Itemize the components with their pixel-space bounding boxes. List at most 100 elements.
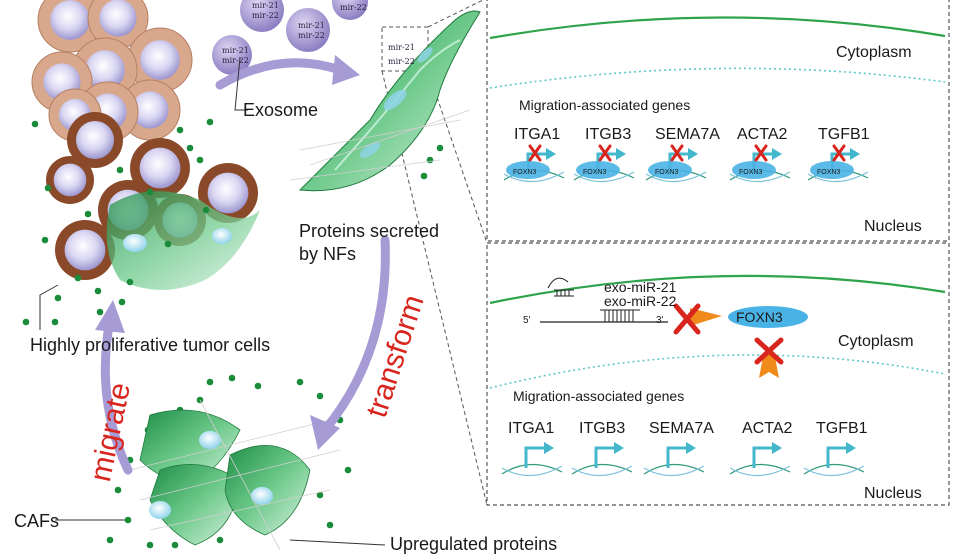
protein-dot — [344, 466, 352, 474]
tumor-cell-nucleus — [50, 0, 90, 40]
promoter-arrow — [524, 446, 546, 468]
dna-strand — [645, 171, 707, 183]
protein-dot — [44, 184, 52, 192]
nuclear-membrane-line — [489, 67, 946, 89]
tumor-cell-nucleus — [140, 40, 180, 80]
protein-dot — [202, 206, 210, 214]
bottom-gene-sema7a: SEMA7A — [649, 420, 714, 437]
red-x-mark — [670, 144, 684, 162]
promoter-arrow — [594, 446, 616, 468]
exosome — [240, 0, 284, 32]
foxn3-bound — [732, 161, 776, 179]
foxn3-tag: FOXN3 — [817, 169, 840, 176]
top-gene-itga1: ITGA1 — [514, 126, 561, 143]
normal-fibroblast — [289, 10, 481, 192]
protein-dot — [171, 541, 179, 549]
three-prime-label: 3' — [656, 315, 664, 326]
bottom-gene-itgb3: ITGB3 — [579, 420, 626, 437]
caf-nucleus — [149, 501, 171, 519]
red-x-mark — [832, 144, 846, 162]
red-x-mark — [598, 144, 612, 162]
zoom-mirna-label: mir-22 — [388, 57, 415, 66]
caf-nucleus — [251, 487, 273, 505]
dna-strand — [807, 171, 869, 183]
zoom-mirna-label: mir-21 — [388, 43, 415, 52]
promoter-arrowhead — [846, 442, 856, 454]
bottom-gene-acta2: ACTA2 — [742, 420, 793, 437]
top-cytoplasm-label: Cytoplasm — [836, 44, 912, 61]
migrating-tumor-cell-nucleus — [207, 172, 249, 214]
protein-dot — [326, 521, 334, 529]
protein-dot — [126, 278, 134, 286]
migrating-tumor-cell-nucleus — [53, 163, 87, 197]
protein-dot — [420, 172, 428, 180]
exo-mir21-label: exo-miR-21 — [604, 279, 677, 295]
protein-dot — [316, 392, 324, 400]
bottom-gene-row — [501, 442, 865, 477]
five-prime-label: 5' — [523, 315, 531, 326]
mirna-label: mir-21 — [298, 21, 325, 30]
foxn3-bound — [648, 161, 692, 179]
promoter-arrowhead — [772, 442, 782, 454]
top-gene-acta2: ACTA2 — [737, 126, 788, 143]
top-gene-tgfb1: TGFB1 — [818, 126, 870, 143]
bottom-nucleus-label: Nucleus — [864, 485, 922, 502]
protein-dot — [96, 308, 104, 316]
foxn3-ellipse — [728, 306, 808, 328]
promoter-arrowhead — [616, 148, 626, 160]
protein-dot — [41, 236, 49, 244]
promoter-arrowhead — [688, 148, 698, 160]
exosome — [332, 0, 368, 20]
red-x-mark — [754, 144, 768, 162]
protein-dot — [22, 318, 30, 326]
stroma-nucleus — [123, 234, 147, 252]
foxn3-label: FOXN3 — [736, 309, 783, 325]
mirna-label: mir-22 — [252, 11, 279, 20]
red-x-mark — [528, 144, 542, 162]
top-panel — [486, 0, 950, 242]
exosome-arrow — [215, 55, 360, 90]
mirna-label: mir-21 — [340, 0, 367, 2]
dna-strand — [503, 171, 565, 183]
protein-dot — [206, 378, 214, 386]
cell-membrane-line-2 — [489, 274, 946, 305]
exo-mir22-label: exo-miR-22 — [604, 293, 677, 309]
caf-nucleus — [199, 431, 221, 449]
protein-dot — [106, 536, 114, 544]
protein-dot — [426, 156, 434, 164]
promoter-arrowhead — [546, 148, 556, 160]
protein-dot — [436, 144, 444, 152]
nuclear-membrane-line-2 — [489, 354, 946, 389]
tumor-cells-label: Highly proliferative tumor cells — [30, 335, 271, 355]
dna-strand — [643, 465, 705, 477]
protein-dot — [296, 378, 304, 386]
promoter-arrow — [752, 446, 774, 468]
promoter-arrowhead — [686, 442, 696, 454]
dna-strand — [501, 465, 563, 477]
dna-strand — [729, 465, 791, 477]
red-x-mark-2 — [754, 337, 784, 365]
promoter-arrowhead — [772, 148, 782, 160]
promoter-arrow — [826, 446, 848, 468]
mirna-target-mrna — [540, 277, 668, 323]
tumor-cell-cluster — [31, 0, 261, 290]
top-gene-itgb3: ITGB3 — [585, 126, 632, 143]
protein-dot — [216, 536, 224, 544]
foxn3-tag: FOXN3 — [655, 169, 678, 176]
extracellular-fibers — [129, 399, 341, 551]
mirna-label: mir-22 — [222, 56, 249, 65]
protein-dot — [176, 126, 184, 134]
foxn3-tag: FOXN3 — [513, 169, 536, 176]
red-x-mark — [673, 303, 701, 335]
protein-dot — [164, 240, 172, 248]
promoter-arrow — [666, 446, 688, 468]
mirna-label: mir-21 — [252, 1, 279, 10]
foxn3-block — [673, 303, 808, 378]
proteins-secreted-label-1: Proteins secreted — [299, 221, 440, 241]
exosome-label: Exosome — [243, 100, 319, 120]
migrate-arrow — [95, 300, 133, 475]
exosome — [212, 35, 252, 75]
tumor-cell-nucleus — [131, 91, 169, 129]
